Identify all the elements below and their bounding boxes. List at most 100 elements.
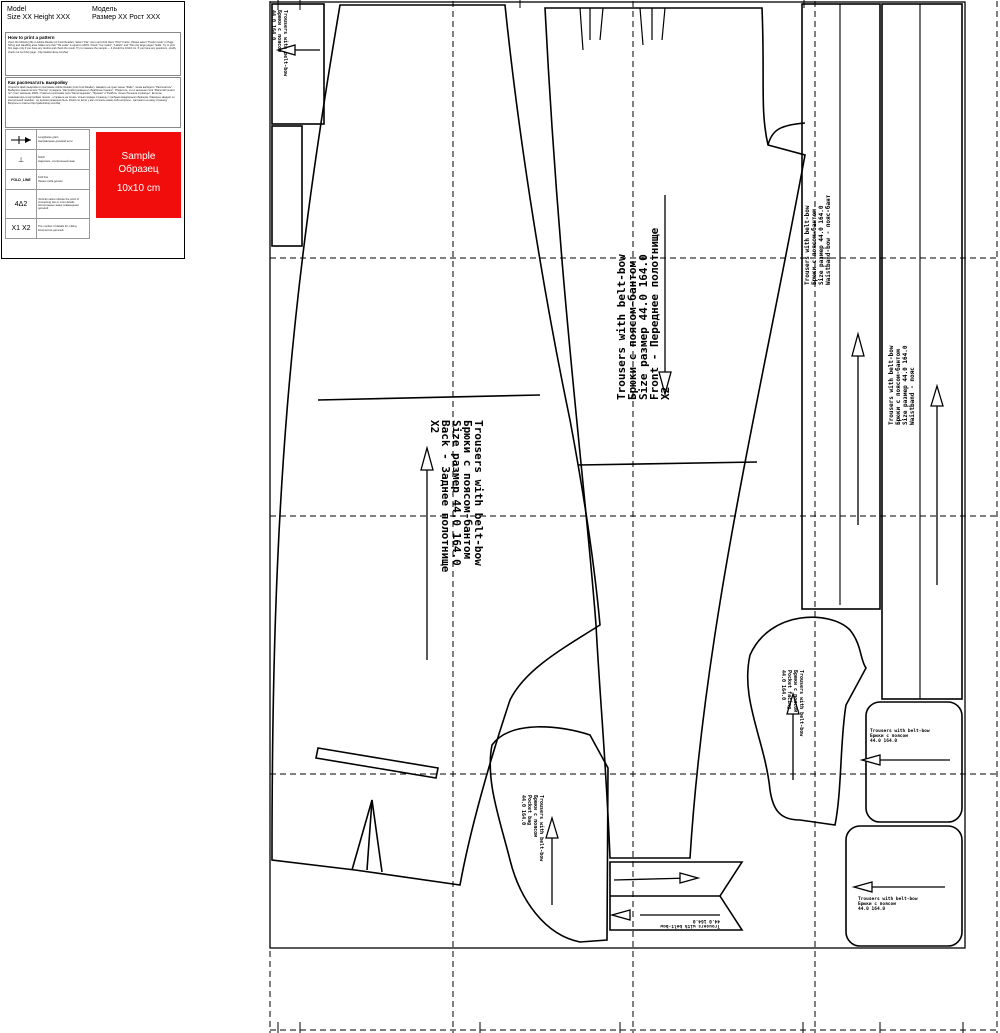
count-icon: X1 X2 [6, 219, 37, 238]
how-to-print-ru: Как распечатать выкройку Откройте файл в… [5, 77, 181, 128]
small-piece-1 [865, 701, 963, 823]
s2-label-3: 44.0 164.0 [858, 906, 885, 912]
wbb-label-1: Trousers with belt-bow [804, 205, 811, 285]
legend-text-ru: Количество деталей [38, 228, 64, 232]
wb-label-2: Брюки с поясом-бантом [895, 349, 902, 425]
legend-text-ru: Линия сгиба детали [38, 179, 63, 183]
pb-label-3: Pocket bag [526, 795, 532, 825]
wbb-label-3: Size размер 44.0 164.0 [818, 205, 825, 285]
top-left-piece-b [271, 125, 303, 247]
back-piece [271, 4, 601, 886]
front-label-3: Size размер 44.0 164.0 [637, 254, 650, 400]
pb-label-2: Брюки с поясом [532, 795, 538, 837]
wb-label-4: Waistband - пояс [909, 367, 916, 425]
strip-label-2: 44.0 164.0 [693, 918, 720, 924]
waistband-piece [881, 3, 963, 700]
tl-label-2: Брюки с поясом [276, 10, 282, 52]
top-left-piece-a [271, 3, 325, 125]
waistband-bow-piece [801, 3, 881, 610]
wb-label-1: Trousers with belt-bow [888, 345, 895, 425]
pf-label-2: Брюки с поясом [792, 670, 798, 712]
svg-text:Trousers with belt-bowБрюки с: Trousers with belt-bowБрюки с поясом44.0… [858, 896, 918, 912]
model-en-block: Model Size XX Height XXX [7, 6, 70, 22]
s1-label-1: Trousers with belt-bow [870, 728, 930, 734]
size-ru: Размер XX Рост XXX [92, 14, 161, 21]
label-waistband: Trousers with belt-bowБрюки с поясом-бан… [888, 345, 916, 425]
ru-title: Как распечатать выкройку [8, 80, 68, 85]
bottom-strip-piece [609, 861, 744, 931]
back-label-3: Size размер 44.0 164.0 [450, 420, 463, 566]
pocket-bag-piece [489, 726, 609, 943]
legend-text-en: Notch [38, 156, 46, 160]
svg-text:Trousers with belt-bow44.0 164: Trousers with belt-bow44.0 164.0 [660, 918, 720, 929]
svg-text:Trousers with belt-bowБрюки с: Trousers with belt-bowБрюки с поясомPock… [780, 670, 804, 737]
pocket-facing-piece [746, 616, 867, 826]
page-frame [269, 1, 966, 949]
size-en: Size XX Height XXX [7, 14, 71, 21]
sample-line-3: 10x10 cm [116, 183, 161, 194]
instructions-panel: Model Size XX Height XXX Модель Размер X… [1, 1, 185, 259]
legend-text-en: Vertical marks indicate the point of con… [38, 197, 79, 204]
pf-label-4: 44.0 164.0 [780, 670, 786, 700]
model-en: Model [7, 6, 27, 13]
pb-label-1: Trousers with belt-bow [538, 795, 544, 862]
front-label-2: Брюки с поясом-бантом [626, 261, 639, 400]
tl-label-1: Trousers with belt-bow [282, 10, 288, 77]
front-darts [579, 7, 666, 51]
s2-label-2: Брюки с поясом [858, 901, 896, 907]
s1-label-2: Брюки с поясом [870, 733, 908, 739]
label-top-left: Trousers with belt-bowБрюки с поясом44.0… [270, 10, 288, 77]
strip-label-1: Trousers with belt-bow [660, 923, 720, 929]
front-piece [544, 7, 806, 859]
pf-label-1: Trousers with belt-bow [798, 670, 804, 737]
pb-label-4: 44.0 164.0 [520, 795, 526, 825]
legend-text-ru: Надсечка - контрольный знак [38, 159, 75, 163]
back-label-1: Trousers with belt-bow [472, 420, 485, 566]
label-waistband-bow: Trousers with belt-bowБрюки с поясом-бан… [804, 194, 832, 285]
label-pocket-bag: Trousers with belt-bowБрюки с поясомPock… [520, 795, 544, 862]
legend-text-ru: Контрольные знаки совмещения деталей [38, 204, 79, 211]
front-pocket-curve [767, 122, 806, 146]
sample-square: Sample Образец 10x10 cm [96, 132, 181, 218]
svg-text:Trousers with belt-bowБрюки с: Trousers with belt-bowБрюки с поясом44.0… [270, 10, 288, 77]
legend-text-en: Fold line [38, 176, 49, 180]
legend-text-en: Lengthwise grain [38, 136, 59, 140]
front-hip-line [577, 461, 758, 466]
label-back: Trousers with belt-bowБрюки с поясом-бан… [428, 420, 485, 573]
front-label-5: X2 [659, 387, 672, 400]
sample-line-1: Sample [121, 151, 156, 162]
s1-label-3: 44.0 164.0 [870, 738, 897, 744]
legend-text-en: The number of details for cutting [38, 225, 77, 229]
ru-body: Откройте файл выкройки в программе Adobe… [8, 86, 175, 106]
s2-label-1: Trousers with belt-bow [858, 896, 918, 902]
pf-label-3: Pocket facing [786, 670, 792, 709]
model-ru: Модель [92, 6, 118, 13]
how-body: Open the following file in Adobe Reader … [8, 41, 176, 54]
wbb-label-4: Waistband-bow - пояс-бант [825, 194, 832, 285]
strip-piece [315, 747, 439, 779]
wbb-label-2: Брюки с поясом-бантом [811, 209, 818, 285]
connect-marks-icon: 4Δ2 [6, 190, 37, 218]
svg-text:Trousers with belt-bowБрюки с: Trousers with belt-bowБрюки с поясом-бан… [615, 227, 672, 400]
small-piece-2 [845, 825, 963, 947]
tl-label-3: 44.0 164.0 [270, 10, 276, 40]
svg-text:Trousers with belt-bowБрюки с: Trousers with belt-bowБрюки с поясом-бан… [888, 345, 916, 425]
wb-label-3: Size размер 44.0 164.0 [902, 345, 909, 425]
legend-row: 4Δ2 Vertical marks indicate the point of… [5, 190, 90, 219]
notch-icon: ⊥ [6, 150, 37, 169]
legend-text-ru: Направление долевой нити [38, 139, 73, 143]
how-to-print-en: How to print a pattern Open the followin… [5, 32, 181, 76]
svg-text:Trousers with belt-bowБрюки с: Trousers with belt-bowБрюки с поясом44.0… [870, 728, 930, 744]
tile-grid [269, 1, 1000, 1033]
svg-text:Trousers with belt-bowБрюки с: Trousers with belt-bowБрюки с поясомPock… [520, 795, 544, 862]
fold-line-icon: FOLD_LINE [6, 170, 37, 189]
front-label-4: Front - Переднее полотнище [648, 227, 661, 400]
back-label-5: X2 [428, 420, 441, 433]
